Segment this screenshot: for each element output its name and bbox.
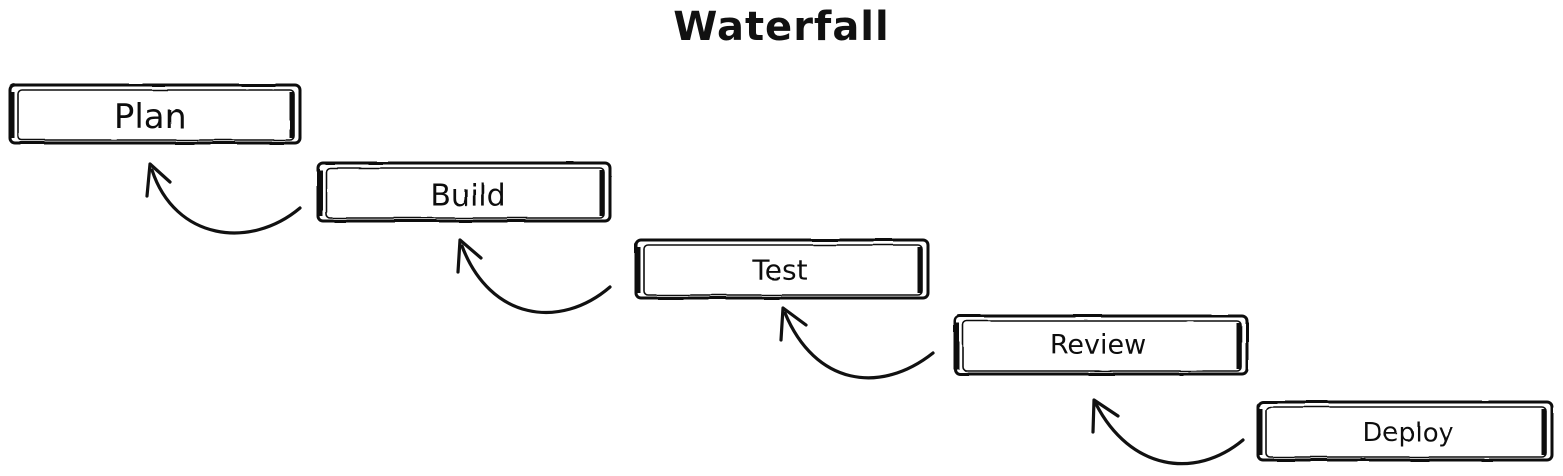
step-label-deploy: Deploy (1362, 418, 1453, 448)
step-label-test: Test (751, 254, 807, 287)
arrow-review-to-test (779, 306, 935, 380)
step-test: Test (634, 238, 930, 300)
arrow-deploy-to-review (1091, 398, 1245, 466)
step-label-plan: Plan (114, 97, 186, 137)
step-review: Review (953, 314, 1249, 376)
step-build: Build (316, 161, 612, 223)
step-plan: Plan (8, 83, 302, 145)
arrow-build-to-plan (145, 162, 302, 235)
step-deploy: Deploy (1256, 400, 1554, 462)
step-label-build: Build (430, 179, 505, 214)
step-label-review: Review (1050, 330, 1146, 361)
diagram-title: Waterfall (673, 4, 890, 50)
arrow-test-to-build (456, 238, 612, 315)
